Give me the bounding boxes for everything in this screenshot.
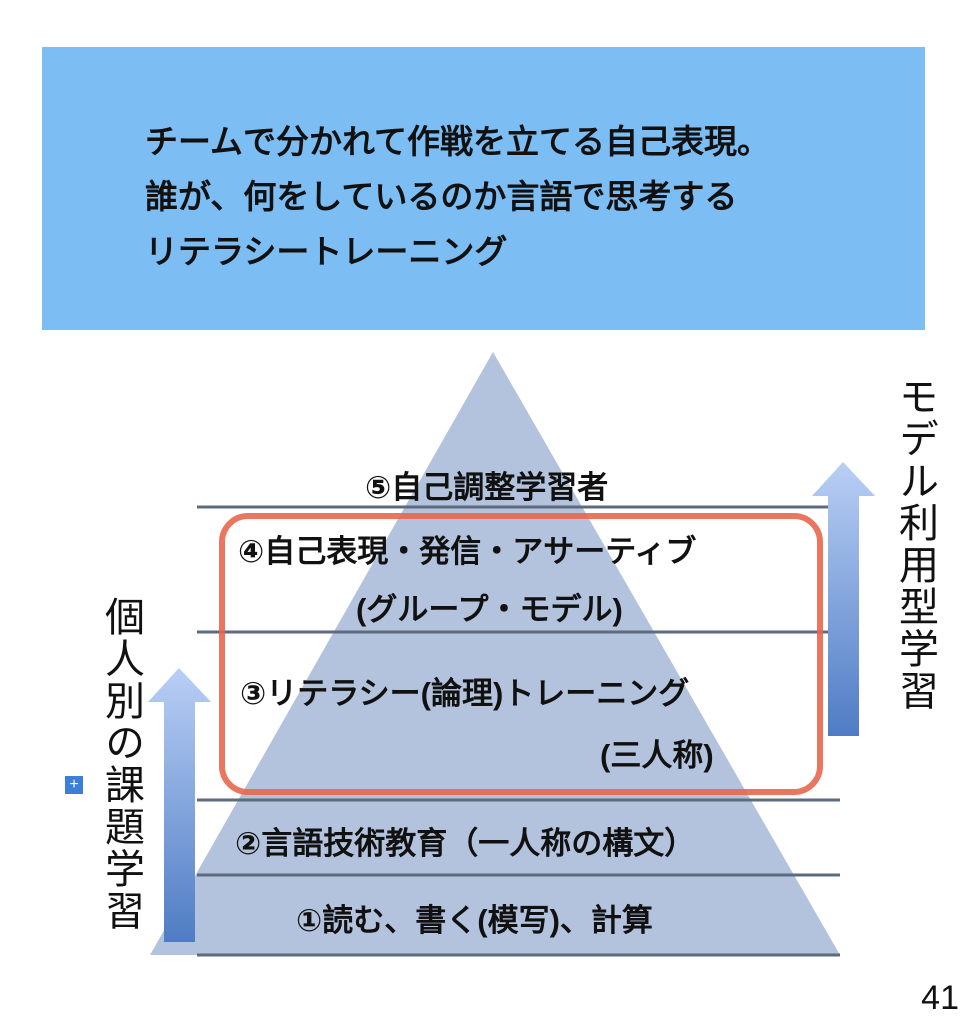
right-axis-label: モデル利用型学習: [893, 376, 937, 712]
level-3-label: ③リテラシー(論理)トレーニング: [240, 676, 690, 711]
highlight-box: [219, 513, 823, 795]
level-3-sub: (三人称): [600, 738, 714, 773]
left-up-arrow: [148, 668, 211, 942]
level-5-label: ⑤自己調整学習者: [365, 470, 609, 505]
level-1-label: ①読む、書く(模写)、計算: [296, 903, 653, 938]
left-axis-label: 個人別の課題学習: [99, 596, 143, 932]
page-number: 41: [921, 979, 959, 1017]
level-4-label: ④自己表現・発信・アサーティブ: [238, 534, 697, 569]
expand-plus-icon[interactable]: +: [65, 776, 83, 794]
summary-banner: チームで分かれて作戦を立てる自己表現。 誰が、何をしているのか言語で思考する リ…: [42, 47, 925, 330]
right-up-arrow: [812, 462, 875, 736]
banner-line-2: 誰が、何をしているのか言語で思考する: [145, 178, 738, 215]
banner-line-1: チームで分かれて作戦を立てる自己表現。: [145, 123, 771, 160]
level-2-label: ②言語技術教育（一人称の構文）: [235, 826, 696, 861]
banner-line-3: リテラシートレーニング: [145, 233, 508, 270]
level-dividers: [197, 505, 840, 957]
level-4-sub: (グループ・モデル): [356, 592, 623, 627]
pyramid-shape: [150, 352, 840, 955]
